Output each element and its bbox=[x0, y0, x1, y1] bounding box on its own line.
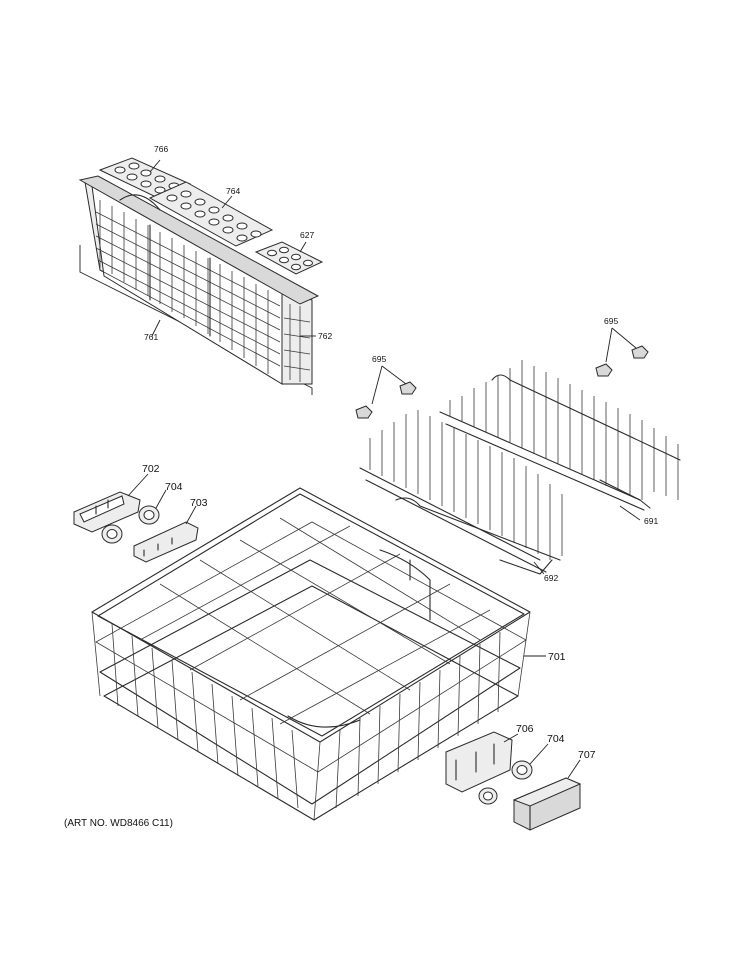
lid-764 bbox=[148, 181, 274, 247]
wheel-704-right bbox=[511, 760, 533, 780]
lower-rack bbox=[91, 487, 531, 821]
callout-707: 707 bbox=[578, 749, 596, 761]
leader-lines bbox=[127, 159, 641, 779]
art-number: (ART NO. WD8466 C11) bbox=[64, 818, 173, 829]
part-707 bbox=[512, 777, 582, 831]
clip-695-left bbox=[355, 381, 417, 419]
callout-702: 702 bbox=[142, 463, 160, 475]
lid-627 bbox=[254, 241, 324, 275]
callout-691: 691 bbox=[644, 516, 658, 526]
callout-762: 762 bbox=[318, 331, 332, 341]
silverware-basket bbox=[78, 157, 324, 395]
callout-703: 703 bbox=[190, 497, 208, 509]
callout-761: 761 bbox=[144, 332, 158, 342]
callout-766: 766 bbox=[154, 144, 168, 154]
wheel-704-left bbox=[101, 505, 160, 544]
tine-row-692 bbox=[359, 410, 563, 575]
callout-704-right: 704 bbox=[547, 733, 565, 745]
part-703 bbox=[133, 521, 199, 563]
part-702 bbox=[73, 491, 141, 533]
callout-labels: 766 764 627 761 762 695 695 691 692 702 … bbox=[142, 144, 658, 761]
tine-row-691 bbox=[439, 360, 681, 511]
clip-695-right bbox=[595, 345, 649, 377]
callout-695-right: 695 bbox=[604, 316, 618, 326]
part-706 bbox=[445, 731, 513, 805]
callout-704-left: 704 bbox=[165, 481, 183, 493]
callout-695-left: 695 bbox=[372, 354, 386, 364]
callout-692: 692 bbox=[544, 573, 558, 583]
callout-764: 764 bbox=[226, 186, 240, 196]
callout-627: 627 bbox=[300, 230, 314, 240]
callout-706: 706 bbox=[516, 723, 534, 735]
callout-701: 701 bbox=[548, 651, 566, 663]
